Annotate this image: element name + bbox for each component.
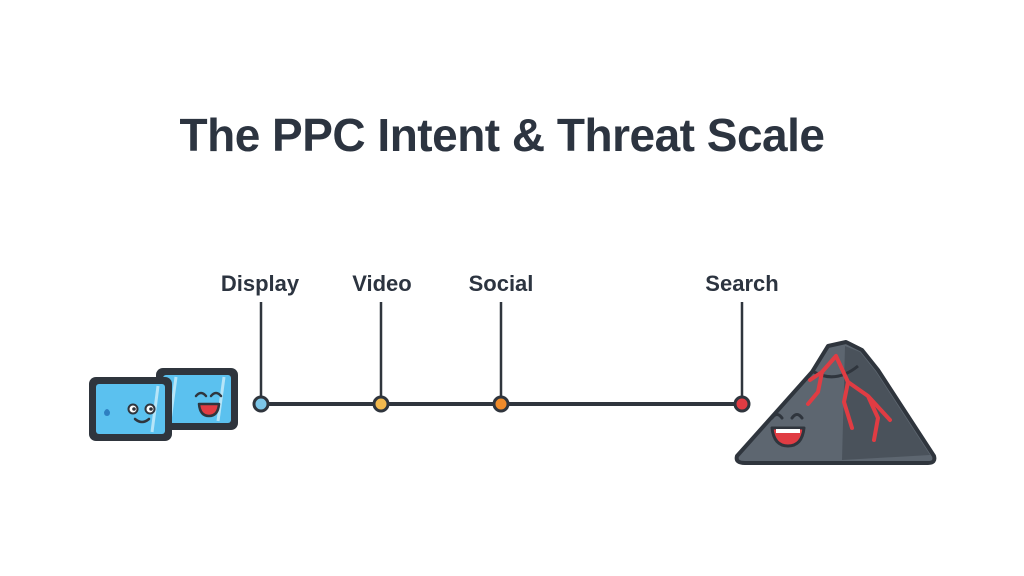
stop-label-display: Display	[220, 271, 300, 296]
happy-volcano-icon	[734, 340, 937, 465]
glass-block-back	[156, 368, 238, 430]
happy-glass-blocks-icon	[89, 368, 238, 441]
glass-block-front	[89, 377, 172, 441]
stop-label-social: Social	[468, 271, 534, 296]
stop-dot-display	[252, 395, 270, 413]
stop-label-video: Video	[352, 271, 412, 296]
stop-dot-video	[372, 395, 390, 413]
stop-dot-search	[733, 395, 751, 413]
diagram-title: The PPC Intent & Threat Scale	[179, 109, 825, 161]
stop-dot-social	[492, 395, 510, 413]
stop-label-search: Search	[705, 271, 779, 296]
